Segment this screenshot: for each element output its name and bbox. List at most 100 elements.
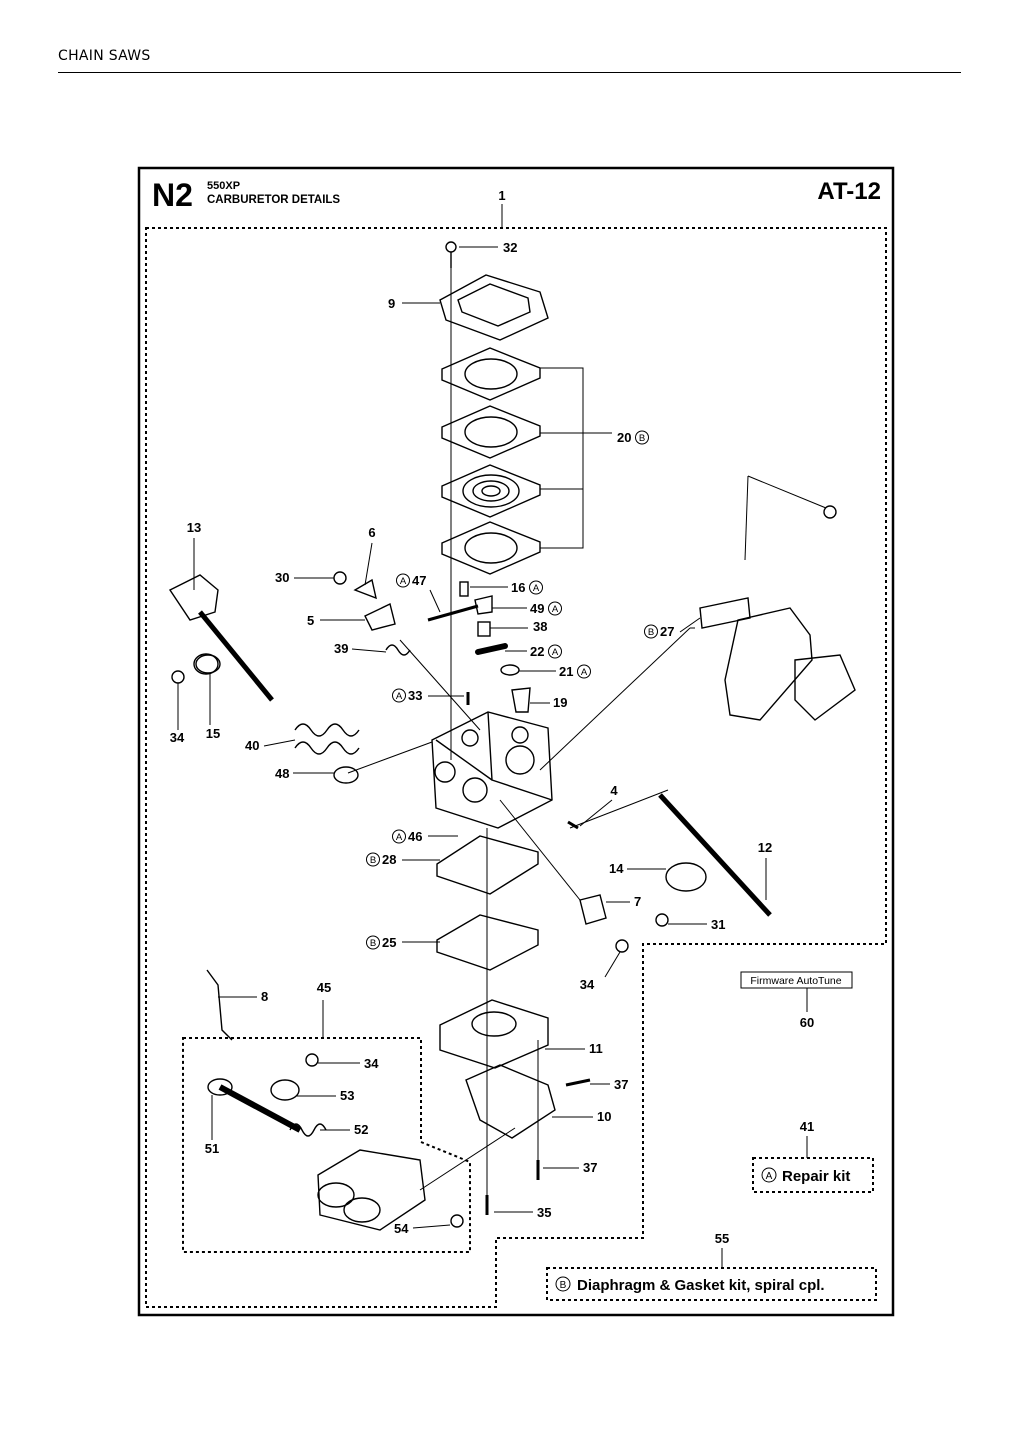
part-number-label: 48: [275, 766, 289, 781]
part-number-label: 28: [382, 852, 396, 867]
part-number-label: 53: [340, 1088, 354, 1103]
kit-badge-letter: B: [370, 855, 376, 866]
kit-badge-letter: A: [396, 832, 403, 843]
diagram-frame: [137, 166, 895, 1317]
part-number-label: 34: [364, 1056, 379, 1071]
subassembly-45-drawing: [207, 1053, 464, 1231]
bracket-20: [540, 367, 584, 549]
kit-badge-circle: [366, 935, 380, 950]
disc-21-drawing: [500, 664, 520, 676]
assembly-boundary-dotted: [145, 227, 887, 1308]
kit-badge-letter: A: [533, 583, 540, 594]
lever-6-drawing: [353, 578, 377, 600]
part-49-drawing: [474, 595, 493, 615]
subassembly-45-boundary: [182, 1037, 471, 1253]
part-number-label: 10: [597, 1109, 611, 1124]
diagram-code: N2: [152, 177, 193, 213]
part-number-label: 13: [187, 520, 201, 535]
part-number-label: 46: [408, 829, 422, 844]
gasket-25-drawing: [436, 914, 539, 971]
repair-kit-badge: A: [766, 1171, 773, 1182]
part-number-label: 25: [382, 935, 396, 950]
kit-badge-letter: B: [370, 938, 376, 949]
part-number-label: 54: [394, 1221, 409, 1236]
firmware-box-label: Firmware AutoTune: [750, 975, 841, 987]
part-number-label: 1: [498, 188, 505, 203]
part-number-label: 9: [388, 296, 395, 311]
kit-badge-circle: [635, 430, 649, 445]
kit-badge-letter: A: [400, 576, 407, 587]
cover-9-drawing: [439, 274, 549, 341]
part-number-label: 35: [537, 1205, 551, 1220]
screw-34b-drawing: [615, 939, 629, 953]
kit-badge-circle: [529, 580, 543, 595]
part-number-label: 12: [758, 840, 772, 855]
part-number-label: 22: [530, 644, 544, 659]
kit-badge-circle: [392, 829, 406, 844]
kit-badge-circle: [548, 644, 562, 659]
part-number-label: 33: [408, 688, 422, 703]
part-number-label: 16: [511, 580, 525, 595]
part-number-label: 34: [580, 977, 595, 992]
shaft-12-drawing: [655, 793, 772, 927]
needle-47-drawing: [427, 604, 479, 622]
leader-line: [351, 648, 387, 653]
part-number-label: 51: [205, 1141, 219, 1156]
kit-badge-letter: A: [396, 691, 403, 702]
repair-kit-number: 41: [800, 1119, 814, 1134]
kit-badge-circle: [366, 852, 380, 867]
part-4-drawing: [567, 820, 579, 830]
sensor-module-27-drawing: [699, 475, 856, 721]
leader-line: [604, 951, 621, 978]
part-number-label: 30: [275, 570, 289, 585]
part-number-label: 6: [368, 525, 375, 540]
diaphragm-kit-label: Diaphragm & Gasket kit, spiral cpl.: [577, 1277, 825, 1294]
part-number-label: 19: [553, 695, 567, 710]
part-number-label: 4: [610, 783, 618, 798]
leader-line: [263, 739, 296, 747]
firmware-autotune-box: Firmware AutoTune: [740, 971, 853, 1012]
kit-badge-letter: A: [552, 647, 559, 658]
wire-8-drawing: [206, 969, 233, 1041]
part-number-label: 8: [261, 989, 268, 1004]
screw-34a-drawing: [171, 670, 185, 684]
diagram-page-ref: AT-12: [817, 178, 881, 205]
part-number-label: 27: [660, 624, 674, 639]
kit-badge-letter: A: [581, 667, 588, 678]
kit-badge-letter: B: [648, 627, 654, 638]
diagram-model: 550XP: [207, 180, 240, 192]
lever-5-drawing: [364, 602, 396, 631]
kit-badge-circle: [577, 664, 591, 679]
repair-kit-box: 41 A Repair kit: [752, 1119, 874, 1193]
kit-badge-letter: B: [639, 433, 645, 444]
spring-39-drawing: [385, 644, 411, 656]
cover-10-drawing: [465, 1064, 556, 1139]
kit-badge-letter: A: [552, 604, 559, 615]
part-number-label: 11: [589, 1041, 603, 1056]
part-number-label: 49: [530, 601, 544, 616]
part-number-label: 60: [800, 1015, 814, 1030]
gasket-set-20-drawing: [441, 347, 541, 575]
part-number-label: 7: [634, 894, 641, 909]
pump-body-11-drawing: [439, 999, 549, 1069]
diaphragm-kit-box: 55 B Diaphragm & Gasket kit, spiral cpl.: [546, 1231, 877, 1301]
kit-badge-circle: [644, 624, 658, 639]
part-number-label: 5: [307, 613, 314, 628]
part-19-drawing: [511, 687, 531, 713]
leader-line: [579, 799, 613, 827]
part-number-label: 40: [245, 738, 259, 753]
part-number-label: 37: [614, 1077, 628, 1092]
screw-32-drawing: [445, 241, 457, 268]
leader-line: [679, 617, 701, 633]
part-16-drawing: [459, 581, 469, 597]
spring-40-drawing: [294, 723, 360, 784]
kit-badge-circle: [392, 688, 406, 703]
part-number-label: 37: [583, 1160, 597, 1175]
washer-15-drawing: [195, 654, 221, 674]
part-number-label: 47: [412, 573, 426, 588]
screw-30-drawing: [333, 571, 347, 585]
part-7-drawing: [579, 894, 607, 925]
part-number-label: 14: [609, 861, 624, 876]
carburetor-body-drawing: [431, 711, 553, 829]
